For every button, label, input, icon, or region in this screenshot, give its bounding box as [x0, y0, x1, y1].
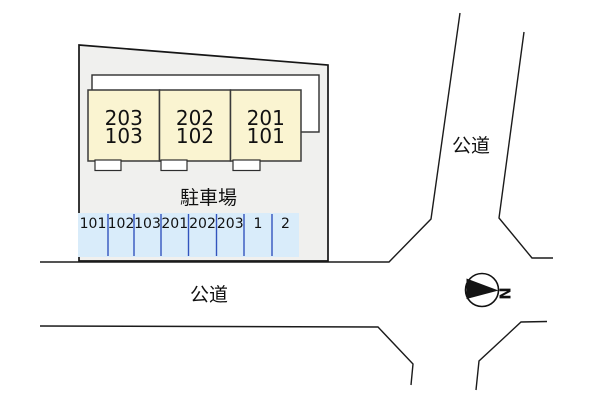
- unit-entrance: [94, 159, 122, 172]
- road-edge-west-south: [39, 325, 414, 386]
- unit-number-upper: 202: [176, 106, 214, 130]
- unit-number-upper: 201: [247, 106, 285, 130]
- unit-number-lower: 103: [105, 124, 143, 148]
- south-road-label: 公道: [190, 284, 228, 306]
- road-edges: [39, 12, 553, 391]
- unit-number-upper: 203: [105, 106, 143, 130]
- north-label: N: [496, 287, 514, 300]
- stall-number: 102: [108, 216, 135, 232]
- unit-entrances: [94, 159, 261, 172]
- building-units: 203 103 202 102 201 101: [87, 89, 302, 162]
- stall-number: 1: [254, 216, 263, 232]
- unit-entrance: [160, 159, 188, 172]
- unit-number-lower: 101: [247, 124, 285, 148]
- north-arrow-icon: [466, 278, 499, 299]
- east-road-label: 公道: [452, 135, 490, 157]
- road-edge-east-north: [498, 31, 553, 259]
- road-edge-west-north: [40, 12, 461, 263]
- parking-row: 101 102 103 201 202 203 1 2: [78, 213, 299, 257]
- stall-number: 201: [161, 216, 188, 232]
- unit-room: [87, 89, 161, 162]
- stall-number: 2: [281, 216, 290, 232]
- unit-number-lower: 102: [176, 124, 214, 148]
- stall-number: 103: [134, 216, 161, 232]
- compass: N: [464, 272, 514, 308]
- road-edge-east-south: [475, 320, 548, 391]
- unit-room: [158, 89, 232, 162]
- stall-number: 202: [189, 216, 216, 232]
- parking-stall-numbers: 101 102 103 201 202 203 1 2: [80, 216, 290, 232]
- parking-stall-dividers: [107, 214, 273, 256]
- stall-number: 203: [217, 216, 244, 232]
- unit-entrance: [232, 159, 261, 172]
- unit-room: [229, 89, 302, 162]
- parking-area-label: 駐車場: [180, 187, 237, 209]
- stall-number: 101: [80, 216, 107, 232]
